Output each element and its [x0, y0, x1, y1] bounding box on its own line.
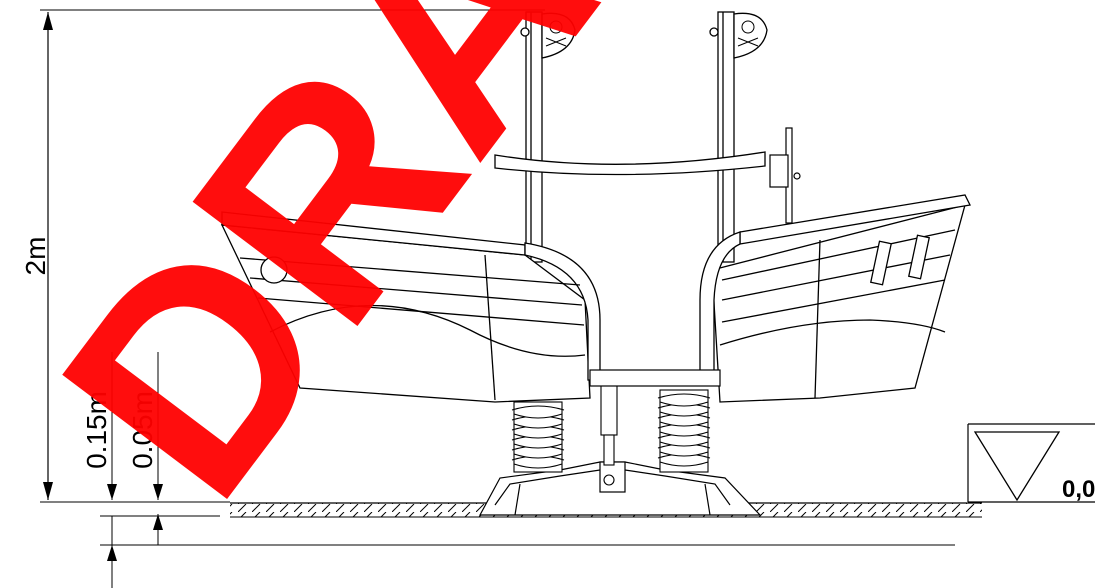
hull-left [220, 211, 601, 403]
ground-offset-label: 0.05m [127, 391, 158, 469]
deck-beam [589, 369, 721, 387]
skull-crossbones-icon [737, 20, 759, 47]
ground-level-label: 0,0 [1062, 476, 1095, 503]
dimension-ground-offset: 0.05m [127, 352, 163, 545]
spring-left [511, 401, 565, 473]
free-fall-height-label: 0.15m [81, 391, 112, 469]
mast-right [709, 11, 768, 263]
dimension-free-fall: 0.15m [81, 352, 230, 588]
steering-wheel [769, 127, 801, 224]
triangle-level-icon [973, 431, 1061, 502]
hull-right [699, 194, 971, 403]
skull-crossbones-icon [545, 20, 567, 47]
crossbar [494, 151, 766, 176]
height-total-label: 2m [20, 237, 51, 276]
dimension-height-total: 2m [20, 9, 545, 500]
ground-level-marker: 0,0 [967, 423, 1095, 503]
spring-right [657, 389, 711, 473]
spring-base [478, 461, 762, 516]
